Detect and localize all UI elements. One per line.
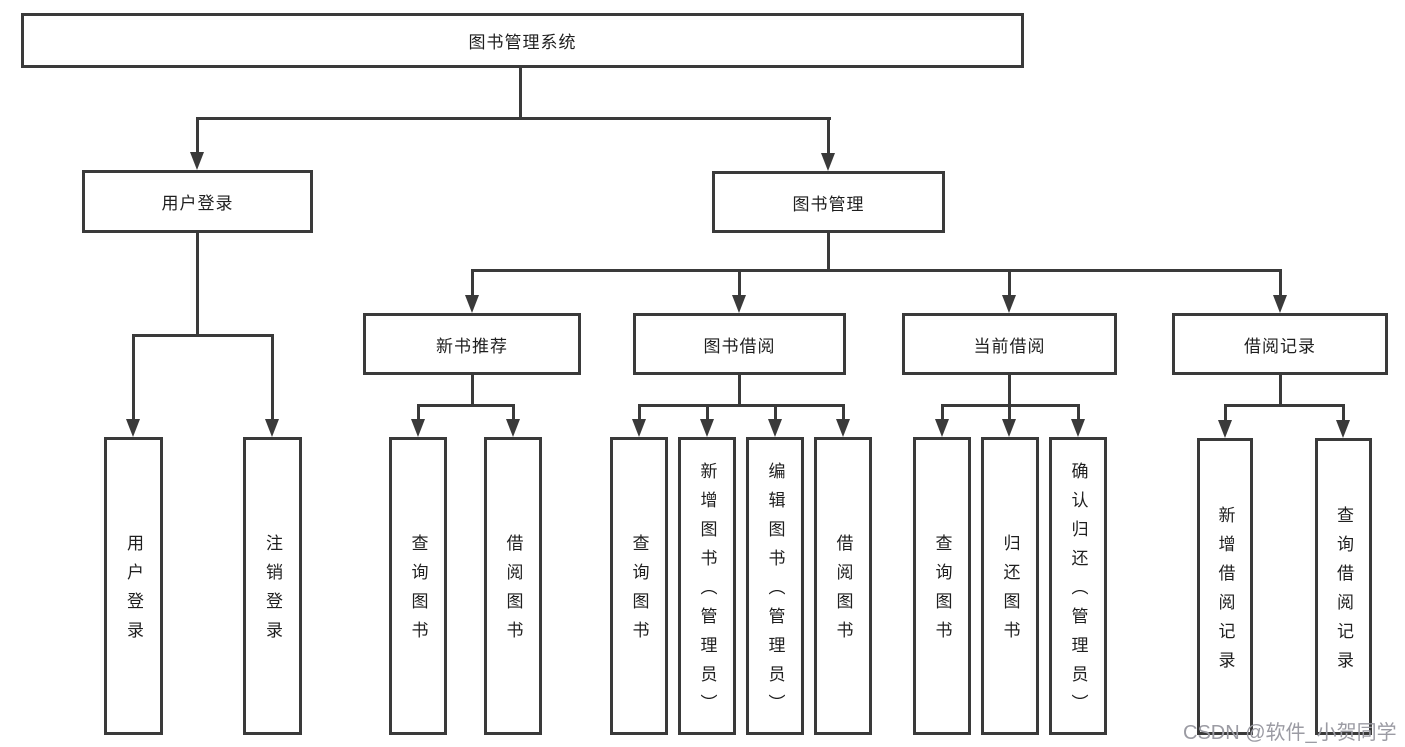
arrow-head-icon [700,419,714,437]
arrow-head-icon [1336,420,1350,438]
leaf-edit-book-admin: 编辑图书（管理员） [746,437,804,735]
arrow-head-icon [190,152,204,170]
node-current-borrow: 当前借阅 [902,313,1117,375]
node-user-login: 用户登录 [82,170,313,233]
connector-line [1224,404,1227,420]
connector-line [827,231,830,272]
connector-line [271,334,274,420]
leaf-return-book: 归还图书 [981,437,1039,735]
connector-line [638,404,641,420]
leaf-label: 编辑图书（管理员） [765,461,785,723]
connector-line [1224,404,1345,407]
leaf-label: 用户登录 [124,534,143,650]
node-new-book-recommend: 新书推荐 [363,313,581,375]
arrow-head-icon [265,419,279,437]
connector-line [1008,404,1011,420]
connector-line [638,404,845,407]
connector-line [196,117,831,120]
leaf-label: 查询图书 [629,534,649,650]
leaf-label: 归还图书 [1000,534,1020,650]
connector-line [941,404,944,420]
connector-line [1008,269,1011,296]
leaf-label: 新增图书（管理员） [697,461,717,723]
csdn-watermark: CSDN @软件_小贺同学 [1183,722,1397,744]
leaf-borrow-book-recommend: 借阅图书 [484,437,542,735]
arrow-head-icon [126,419,140,437]
node-book-borrow: 图书借阅 [633,313,846,375]
node-book-management: 图书管理 [712,171,945,233]
arrow-head-icon [1002,419,1016,437]
connector-line [1008,373,1011,407]
leaf-label: 借阅图书 [833,534,853,650]
arrow-head-icon [821,153,835,171]
connector-line [471,269,474,296]
connector-line [519,66,522,119]
node-root: 图书管理系统 [21,13,1024,68]
connector-line [1279,373,1282,407]
connector-line [827,117,830,155]
connector-line [774,404,777,420]
connector-line [1279,269,1282,296]
leaf-label: 查询图书 [932,534,952,650]
connector-line [196,117,199,154]
leaf-label: 注销登录 [263,534,282,650]
connector-line [738,269,741,296]
connector-line [132,334,274,337]
leaf-query-book-recommend: 查询图书 [389,437,447,735]
connector-line [471,373,474,407]
arrow-head-icon [1071,419,1085,437]
node-borrow-records: 借阅记录 [1172,313,1388,375]
leaf-label: 确认归还（管理员） [1068,461,1088,723]
leaf-confirm-return-admin: 确认归还（管理员） [1049,437,1107,735]
arrow-head-icon [836,419,850,437]
connector-line [1077,404,1080,420]
connector-line [132,334,135,420]
leaf-label: 借阅图书 [503,534,523,650]
connector-line [738,373,741,407]
leaf-label: 新增借阅记录 [1215,505,1235,680]
connector-line [512,404,515,420]
arrow-head-icon [935,419,949,437]
connector-line [196,231,199,337]
leaf-borrow-book: 借阅图书 [814,437,872,735]
leaf-add-borrow-record: 新增借阅记录 [1197,438,1253,735]
connector-line [417,404,515,407]
connector-line [1342,404,1345,420]
leaf-query-book-current: 查询图书 [913,437,971,735]
leaf-user-login: 用户登录 [104,437,163,735]
arrow-head-icon [632,419,646,437]
connector-line [706,404,709,420]
leaf-label: 查询图书 [408,534,428,650]
arrow-head-icon [1218,420,1232,438]
leaf-logout: 注销登录 [243,437,302,735]
leaf-query-borrow-record: 查询借阅记录 [1315,438,1372,735]
arrow-head-icon [768,419,782,437]
connector-line [842,404,845,420]
arrow-head-icon [506,419,520,437]
arrow-head-icon [465,295,479,313]
leaf-add-book-admin: 新增图书（管理员） [678,437,736,735]
arrow-head-icon [1002,295,1016,313]
arrow-head-icon [732,295,746,313]
arrow-head-icon [1273,295,1287,313]
leaf-label: 查询借阅记录 [1334,505,1353,680]
arrow-head-icon [411,419,425,437]
connector-line [471,269,1282,272]
connector-line [417,404,420,420]
leaf-query-book-borrow: 查询图书 [610,437,668,735]
